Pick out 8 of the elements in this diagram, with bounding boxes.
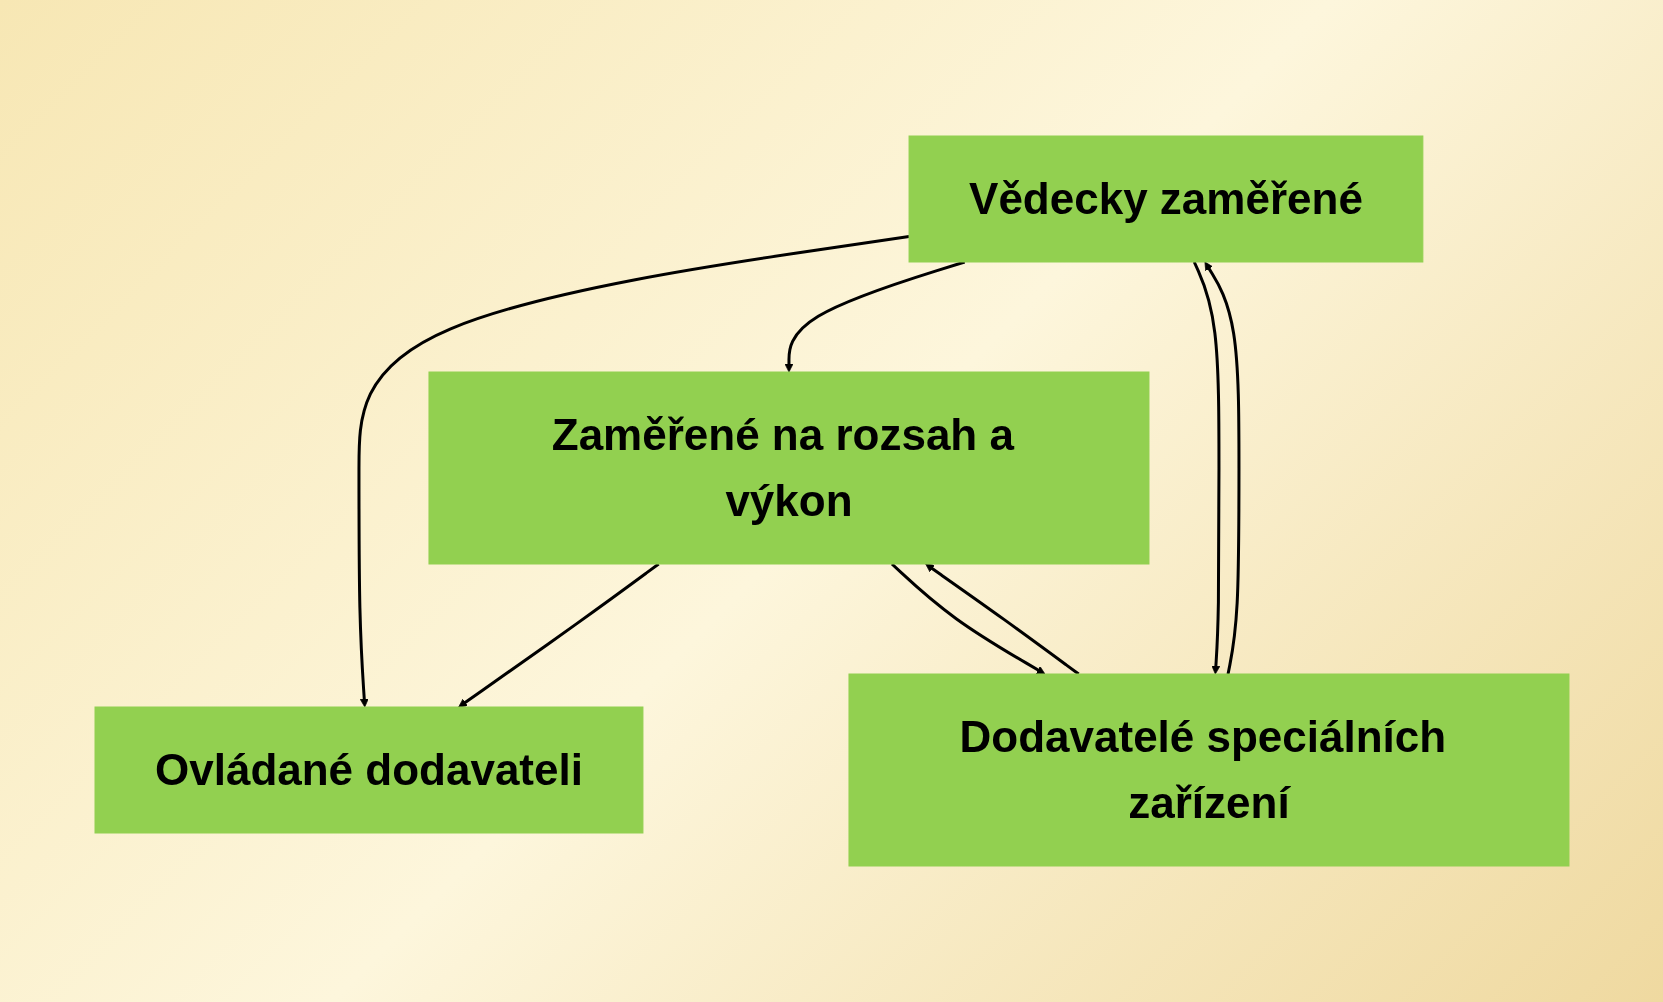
arrow <box>924 563 1080 676</box>
node-box: Ovládané dodavateli <box>94 706 643 834</box>
node-box: Zaměřené na rozsah a výkon <box>428 371 1149 565</box>
node-box: Vědecky zaměřené <box>908 135 1423 263</box>
arrow <box>1192 261 1220 675</box>
arrow <box>357 235 909 708</box>
arrow <box>1204 261 1240 675</box>
node-box: Dodavatelé speciálních zařízení <box>848 673 1569 867</box>
